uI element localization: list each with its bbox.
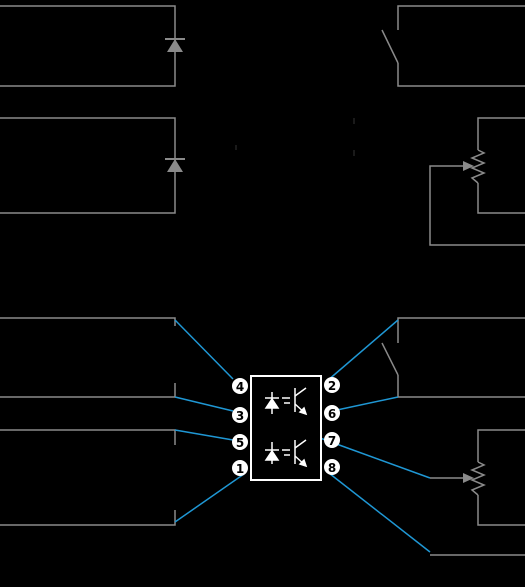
connector-pin2 <box>326 319 399 382</box>
connector-pin3 <box>174 396 234 412</box>
wire-top <box>477 429 525 462</box>
connector-lines <box>174 319 431 553</box>
connector-pin4 <box>174 319 234 380</box>
wire-top <box>397 317 525 343</box>
pin-badge-1: 1 <box>232 460 248 476</box>
pin-label-4: 4 <box>236 380 244 394</box>
chip-body <box>250 375 322 481</box>
connector-pin1 <box>174 473 245 523</box>
wiper-wire <box>429 165 525 246</box>
diode-triangle <box>167 39 183 52</box>
wiper-arrow <box>463 473 474 483</box>
diode-triangle <box>167 159 183 172</box>
pin-label-8: 8 <box>328 461 336 475</box>
pin-badge-5: 5 <box>232 434 248 450</box>
potentiometer-2 <box>470 461 486 496</box>
wire-d <box>0 510 176 526</box>
pot-circuit-2 <box>430 429 525 556</box>
led-2 <box>264 442 280 464</box>
pin-label-6: 6 <box>328 407 336 421</box>
connector-pin8 <box>324 469 431 553</box>
connector-pin6 <box>336 396 399 411</box>
diode-2 <box>165 158 185 172</box>
phototransistor-2 <box>282 439 308 468</box>
potentiometer-1 <box>470 149 486 184</box>
switch-2 <box>381 342 399 376</box>
led-1 <box>264 392 280 414</box>
switch-1 <box>381 29 399 64</box>
pin-label-2: 2 <box>328 379 336 393</box>
wire-bottom <box>397 63 525 87</box>
pin-badge-7: 7 <box>324 432 340 448</box>
wire-bottom <box>477 183 525 214</box>
wire-top <box>477 117 525 150</box>
optocoupler-chip <box>250 375 322 481</box>
pin-label-7: 7 <box>328 434 336 448</box>
phototransistor-1 <box>282 387 308 416</box>
pin-label-1: 1 <box>236 462 244 476</box>
pin-badge-2: 2 <box>324 377 340 393</box>
faint-marks <box>235 118 355 156</box>
pin-badge-8: 8 <box>324 459 340 475</box>
connector-pin5 <box>174 429 234 441</box>
diode-1 <box>165 38 185 52</box>
switch-circuit-1 <box>381 5 525 87</box>
pin-badge-6: 6 <box>324 405 340 421</box>
wire-a <box>0 317 176 326</box>
pin-label-3: 3 <box>236 409 244 423</box>
wire-top <box>397 5 525 30</box>
wiper-arrow <box>463 161 474 171</box>
wire-bottom <box>477 495 525 526</box>
pot-circuit-1 <box>429 117 525 246</box>
pin-badge-3: 3 <box>232 407 248 423</box>
pin-label-5: 5 <box>236 436 244 450</box>
pin-badge-4: 4 <box>232 378 248 394</box>
